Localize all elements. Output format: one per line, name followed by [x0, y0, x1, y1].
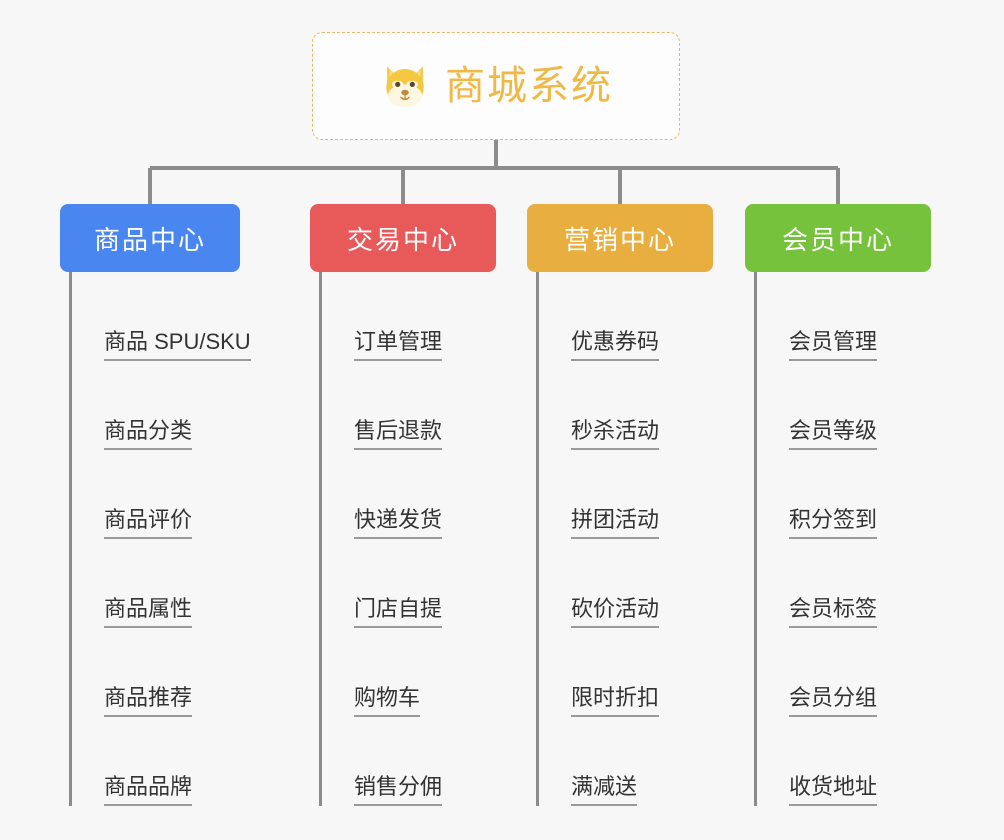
leaf-item[interactable]: 商品评价 [72, 450, 251, 539]
category-label: 交易中心 [346, 224, 459, 255]
leaf-item[interactable]: 购物车 [322, 628, 496, 717]
leaf-label: 满减送 [571, 775, 638, 806]
leaf-label: 商品推荐 [104, 686, 193, 717]
leaf-item[interactable]: 门店自提 [322, 539, 496, 628]
leaf-item[interactable]: 限时折扣 [539, 628, 713, 717]
leaf-list-member: 会员管理 会员等级 积分签到 会员标签 会员分组 收货地址 [754, 272, 931, 806]
branch-column-member: 会员中心 会员管理 会员等级 积分签到 会员标签 会员分组 收货地址 [745, 204, 931, 806]
leaf-item[interactable]: 销售分佣 [322, 717, 496, 806]
leaf-item[interactable]: 商品推荐 [72, 628, 251, 717]
shiba-dog-face-icon [379, 60, 431, 112]
leaf-item[interactable]: 商品 SPU/SKU [72, 272, 251, 361]
leaf-list-product: 商品 SPU/SKU 商品分类 商品评价 商品属性 商品推荐 商品品牌 [69, 272, 251, 806]
leaf-item[interactable]: 会员分组 [757, 628, 931, 717]
category-header-trade[interactable]: 交易中心 [310, 204, 496, 272]
leaf-item[interactable]: 秒杀活动 [539, 361, 713, 450]
leaf-item[interactable]: 收货地址 [757, 717, 931, 806]
leaf-label: 会员管理 [789, 330, 878, 361]
root-node[interactable]: 商城系统 [312, 32, 680, 140]
leaf-label: 秒杀活动 [571, 419, 660, 450]
leaf-label: 商品 SPU/SKU [104, 330, 251, 361]
category-label: 营销中心 [563, 224, 676, 255]
leaf-item[interactable]: 会员等级 [757, 361, 931, 450]
branch-column-marketing: 营销中心 优惠券码 秒杀活动 拼团活动 砍价活动 限时折扣 满减送 [527, 204, 713, 806]
leaf-item[interactable]: 砍价活动 [539, 539, 713, 628]
leaf-label: 砍价活动 [571, 597, 660, 628]
leaf-item[interactable]: 优惠券码 [539, 272, 713, 361]
category-header-marketing[interactable]: 营销中心 [527, 204, 713, 272]
leaf-label: 会员分组 [789, 686, 878, 717]
leaf-label: 商品分类 [104, 419, 193, 450]
leaf-item[interactable]: 商品分类 [72, 361, 251, 450]
leaf-label: 商品评价 [104, 508, 193, 539]
leaf-list-trade: 订单管理 售后退款 快递发货 门店自提 购物车 销售分佣 [319, 272, 496, 806]
leaf-label: 商品品牌 [104, 775, 193, 806]
leaf-label: 限时折扣 [571, 686, 660, 717]
leaf-item[interactable]: 商品属性 [72, 539, 251, 628]
leaf-label: 会员标签 [789, 597, 878, 628]
leaf-item[interactable]: 订单管理 [322, 272, 496, 361]
root-title: 商城系统 [445, 64, 613, 108]
leaf-item[interactable]: 商品品牌 [72, 717, 251, 806]
leaf-item[interactable]: 会员管理 [757, 272, 931, 361]
category-label: 商品中心 [93, 224, 206, 255]
leaf-label: 会员等级 [789, 419, 878, 450]
category-header-product[interactable]: 商品中心 [60, 204, 240, 272]
branch-column-trade: 交易中心 订单管理 售后退款 快递发货 门店自提 购物车 销售分佣 [310, 204, 496, 806]
leaf-item[interactable]: 售后退款 [322, 361, 496, 450]
leaf-label: 商品属性 [104, 597, 193, 628]
leaf-label: 收货地址 [789, 775, 878, 806]
leaf-label: 销售分佣 [354, 775, 443, 806]
branch-column-product: 商品中心 商品 SPU/SKU 商品分类 商品评价 商品属性 商品推荐 商品品牌 [60, 204, 251, 806]
leaf-label: 积分签到 [789, 508, 878, 539]
leaf-label: 订单管理 [354, 330, 443, 361]
leaf-label: 门店自提 [354, 597, 443, 628]
leaf-item[interactable]: 会员标签 [757, 539, 931, 628]
leaf-item[interactable]: 快递发货 [322, 450, 496, 539]
leaf-item[interactable]: 积分签到 [757, 450, 931, 539]
leaf-label: 购物车 [354, 686, 421, 717]
leaf-list-marketing: 优惠券码 秒杀活动 拼团活动 砍价活动 限时折扣 满减送 [536, 272, 713, 806]
leaf-label: 快递发货 [354, 508, 443, 539]
leaf-label: 优惠券码 [571, 330, 660, 361]
leaf-label: 拼团活动 [571, 508, 660, 539]
category-header-member[interactable]: 会员中心 [745, 204, 931, 272]
leaf-label: 售后退款 [354, 419, 443, 450]
leaf-item[interactable]: 满减送 [539, 717, 713, 806]
leaf-item[interactable]: 拼团活动 [539, 450, 713, 539]
category-label: 会员中心 [781, 224, 894, 255]
